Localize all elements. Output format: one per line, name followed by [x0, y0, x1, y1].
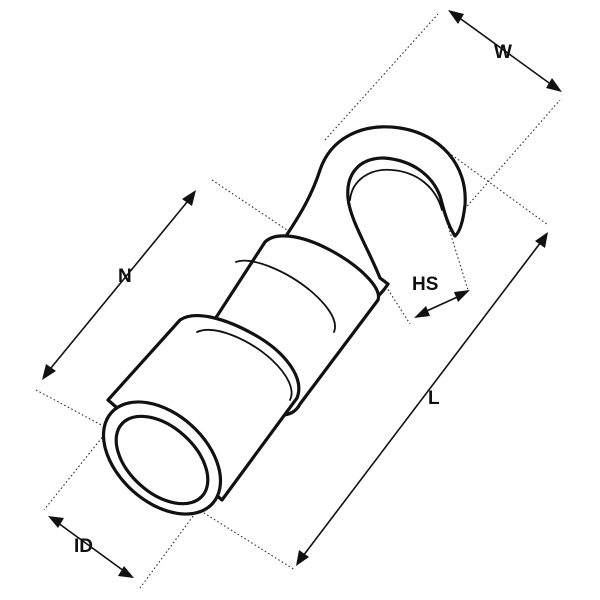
- label-id: ID: [74, 536, 93, 557]
- sleeve-front: [106, 314, 301, 502]
- w-arrow-end: [546, 78, 562, 92]
- w-extension-right: [461, 99, 561, 213]
- l-arrow-end: [296, 550, 309, 566]
- id-dimension-line: [53, 519, 129, 575]
- hook-lip: [349, 168, 443, 211]
- w-dimension-line: [453, 13, 557, 89]
- w-extension-left: [324, 13, 439, 141]
- hs-arrow-end: [454, 290, 470, 302]
- label-hs: HS: [412, 274, 438, 295]
- dimension-lines: [42, 10, 562, 578]
- id-arrow-start: [48, 516, 64, 528]
- n-arrow-start: [182, 190, 196, 206]
- barrel-opening-inner: [114, 414, 210, 506]
- l-extension-top: [444, 149, 549, 226]
- id-extension-left: [43, 424, 113, 511]
- hs-arrow-start: [414, 306, 430, 318]
- n-extension-top: [211, 179, 291, 233]
- l-extension-bottom: [179, 497, 296, 571]
- label-l: L: [428, 388, 440, 409]
- sleeve-band: [235, 259, 336, 333]
- hook-terminal: [101, 125, 467, 516]
- dimension-labels: W N HS L ID: [74, 42, 512, 557]
- n-arrow-end: [42, 364, 56, 380]
- n-dimension-line: [45, 195, 193, 375]
- id-arrow-end: [118, 566, 134, 578]
- l-arrow-start: [535, 232, 548, 248]
- l-dimension-line: [299, 237, 545, 561]
- label-w: W: [494, 42, 512, 63]
- w-arrow-start: [448, 10, 464, 24]
- sleeve-step: [196, 329, 293, 401]
- label-n: N: [118, 266, 132, 287]
